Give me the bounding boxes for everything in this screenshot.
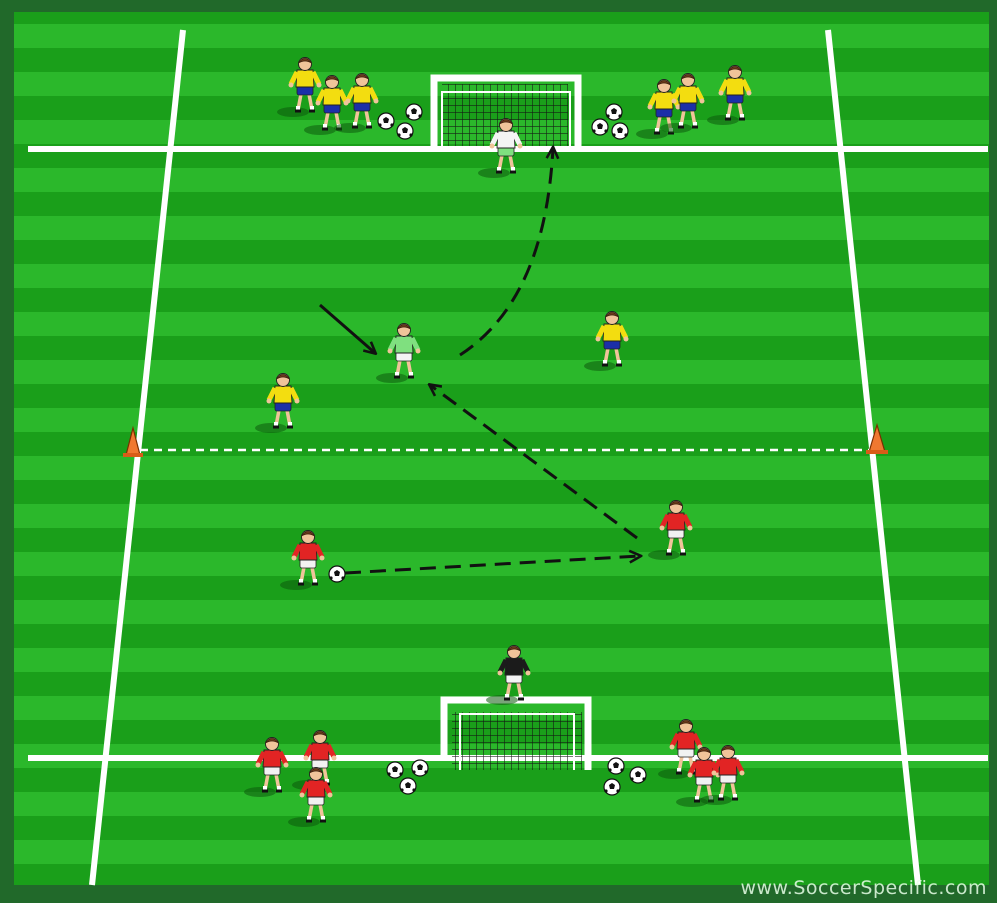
soccer-ball: [406, 104, 422, 120]
soccer-ball: [612, 123, 628, 139]
soccer-ball: [608, 758, 624, 774]
soccer-ball: [412, 760, 428, 776]
soccer-ball: [606, 104, 622, 120]
soccer-ball: [387, 762, 403, 778]
soccer-ball: [592, 119, 608, 135]
soccer-ball: [329, 566, 345, 582]
soccer-ball: [400, 778, 416, 794]
soccer-ball: [630, 767, 646, 783]
soccer-ball: [378, 113, 394, 129]
watermark-text: www.SoccerSpecific.com: [740, 877, 987, 899]
soccer-ball: [397, 123, 413, 139]
soccer-ball: [604, 779, 620, 795]
